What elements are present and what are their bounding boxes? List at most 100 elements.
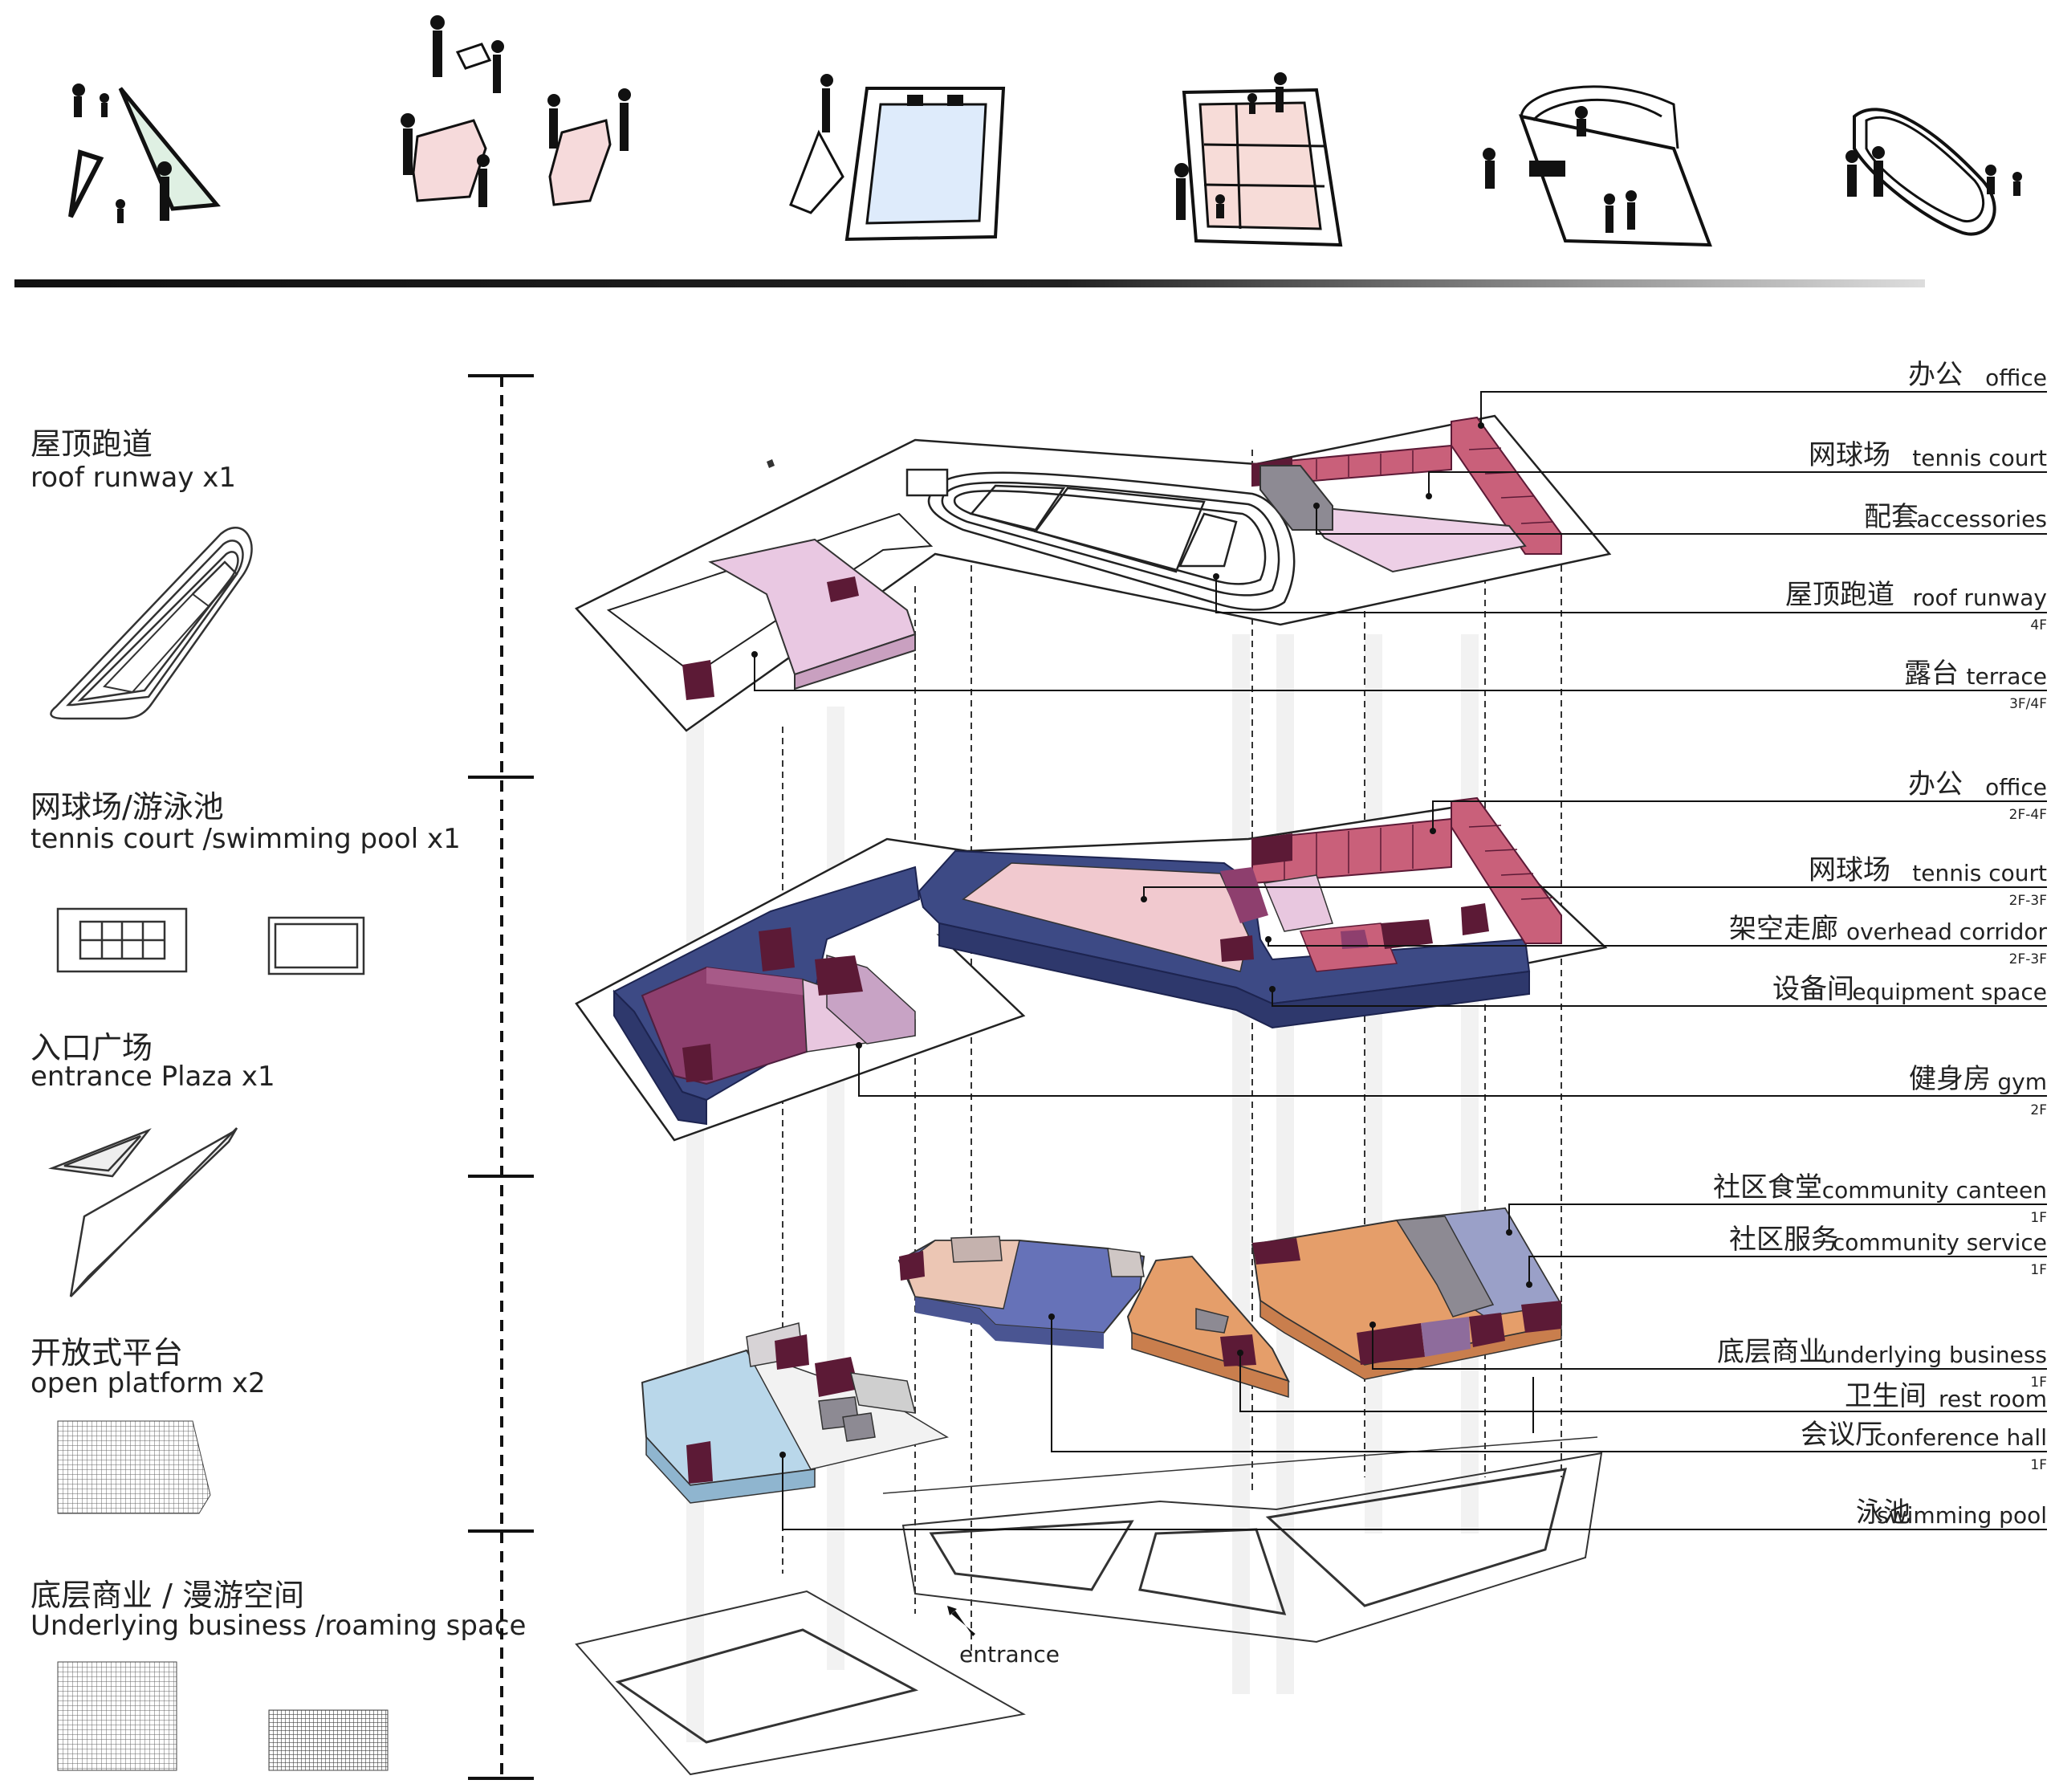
svg-text:terrace: terrace [1966, 663, 2047, 690]
svg-text:配套: 配套 [1864, 501, 1919, 533]
svg-text:社区食堂: 社区食堂 [1713, 1171, 1822, 1203]
label-swimming-pool: 泳池 swimming pool [1856, 1497, 2047, 1529]
svg-text:露台: 露台 [1904, 658, 1959, 690]
svg-text:底层商业: 底层商业 [1717, 1336, 1826, 1368]
category-5-cn: 底层商业 / 漫游空间 [31, 1578, 304, 1613]
svg-text:社区服务: 社区服务 [1729, 1224, 1838, 1256]
svg-text:4F: 4F [2030, 617, 2047, 633]
svg-text:community service: community service [1833, 1229, 2047, 1256]
svg-text:swimming pool: swimming pool [1877, 1502, 2047, 1529]
svg-text:gym: gym [1997, 1069, 2047, 1095]
roof-level [574, 414, 1612, 732]
gym-wing [612, 865, 921, 1126]
roaming-space-grid-icon [57, 1661, 389, 1771]
open-platform-grid-icon [57, 1420, 211, 1514]
level-scale [468, 374, 534, 1782]
restroom-block [1126, 1255, 1290, 1399]
svg-text:community canteen: community canteen [1822, 1177, 2047, 1203]
svg-text:1F: 1F [2030, 1375, 2047, 1391]
svg-text:2F-3F: 2F-3F [2009, 893, 2047, 909]
category-3-en: entrance Plaza x1 [31, 1061, 275, 1093]
svg-text:办公: 办公 [1908, 768, 1963, 800]
swimming-pool-icon [789, 74, 1006, 242]
activity-icons [68, 15, 2022, 247]
ground-floor-plan [575, 1436, 1603, 1776]
svg-text:1F: 1F [2030, 1210, 2047, 1226]
svg-text:网球场: 网球场 [1809, 854, 1890, 886]
label-tennis-top: 网球场 tennis court [1809, 439, 2047, 471]
category-1-en: roof runway x1 [31, 462, 236, 494]
label-equipment-space: 设备间 equipment space [1772, 973, 2047, 1005]
roof-terrace-block [682, 538, 917, 700]
svg-text:会议厅: 会议厅 [1801, 1419, 1882, 1451]
svg-text:tennis court: tennis court [1912, 860, 2047, 886]
svg-text:conference hall: conference hall [1874, 1424, 2047, 1451]
tennis-pool-thumbnail-icon [56, 907, 365, 975]
category-4-cn: 开放式平台 [31, 1335, 183, 1370]
svg-text:office: office [1985, 365, 2047, 391]
label-conference-hall: 会议厅 conference hall 1F [1801, 1419, 2047, 1473]
svg-text:架空走廊: 架空走廊 [1729, 913, 1838, 945]
entrance-label: entrance [959, 1641, 1060, 1668]
entrance-arrow-icon [947, 1606, 975, 1636]
runway-thumbnail-icon [50, 527, 253, 720]
canteen-service-block [1251, 1207, 1563, 1380]
svg-text:underlying business: underlying business [1821, 1342, 2047, 1368]
leader-dots [751, 422, 1532, 1458]
svg-text:1F: 1F [2030, 1457, 2047, 1473]
label-office-mid: 办公 office 2F-4F [1908, 768, 2047, 823]
mid-office-block [1220, 796, 1562, 972]
svg-text:roof runway: roof runway [1912, 584, 2047, 611]
category-3-cn: 入口广场 [31, 1030, 153, 1065]
svg-text:泳池: 泳池 [1856, 1497, 1911, 1529]
leader-lines [754, 391, 2047, 1530]
swimming-pool-block [641, 1322, 949, 1504]
running-track-icon [1845, 108, 2022, 236]
category-2-cn: 网球场/游泳池 [31, 789, 224, 825]
svg-text:tennis court: tennis court [1912, 445, 2047, 471]
label-terrace: 露台 terrace 3F/4F [1904, 658, 2047, 712]
category-2-en: tennis court /swimming pool x1 [31, 823, 461, 855]
tennis-court-icon [1174, 72, 1343, 247]
ground-level-blocks [641, 1207, 1563, 1504]
plaza-thumbnail-icon [48, 1127, 238, 1297]
svg-text:2F: 2F [2030, 1102, 2047, 1118]
triangle-ramps-icon [68, 83, 221, 223]
svg-text:overhead corridor: overhead corridor [1846, 918, 2047, 945]
category-1-cn: 屋顶跑道 [31, 426, 153, 462]
roof-runway-track [927, 471, 1296, 611]
category-4-en: open platform x2 [31, 1367, 266, 1399]
svg-text:设备间: 设备间 [1772, 973, 1854, 1005]
svg-text:屋顶跑道: 屋顶跑道 [1785, 579, 1894, 611]
svg-text:equipment space: equipment space [1852, 979, 2047, 1005]
svg-text:accessories: accessories [1916, 506, 2047, 532]
label-community-service: 社区服务 community service 1F [1729, 1224, 2047, 1278]
conference-hall-block [897, 1236, 1146, 1349]
svg-text:rest room: rest room [1939, 1386, 2047, 1412]
svg-text:1F: 1F [2030, 1262, 2047, 1278]
middle-level [575, 796, 1608, 1142]
label-rest-room: 卫生间 rest room [1845, 1380, 2047, 1412]
label-roof-runway: 屋顶跑道 roof runway 4F [1785, 579, 2047, 633]
label-tennis-mid: 网球场 tennis court 2F-3F [1809, 854, 2047, 909]
amphitheater-icon [1483, 85, 1712, 247]
svg-text:健身房: 健身房 [1909, 1063, 1991, 1095]
label-accessories: 配套 accessories [1864, 501, 2047, 533]
category-panel: 屋顶跑道 roof runway x1 网球场/游泳池 tennis court… [31, 426, 526, 1771]
svg-text:2F-4F: 2F-4F [2009, 807, 2047, 823]
label-underlying-business: 底层商业 underlying business 1F [1717, 1336, 2047, 1391]
label-overhead-corridor: 架空走廊 overhead corridor 2F-3F [1729, 913, 2047, 967]
svg-text:office: office [1985, 774, 2047, 800]
function-labels: 办公 office 网球场 tennis court 配套 accessorie… [1713, 359, 2047, 1529]
svg-text:网球场: 网球场 [1809, 439, 1890, 471]
section-divider [14, 279, 1925, 287]
label-office-top: 办公 office [1908, 359, 2047, 391]
svg-text:办公: 办公 [1908, 359, 1963, 391]
svg-text:卫生间: 卫生间 [1845, 1380, 1927, 1412]
svg-text:3F/4F: 3F/4F [2009, 696, 2047, 712]
label-gym: 健身房 gym 2F [1909, 1063, 2047, 1118]
label-community-canteen: 社区食堂 community canteen 1F [1713, 1171, 2047, 1226]
bench-platforms-icon [401, 15, 631, 207]
category-5-en: Underlying business /roaming space [31, 1610, 526, 1642]
